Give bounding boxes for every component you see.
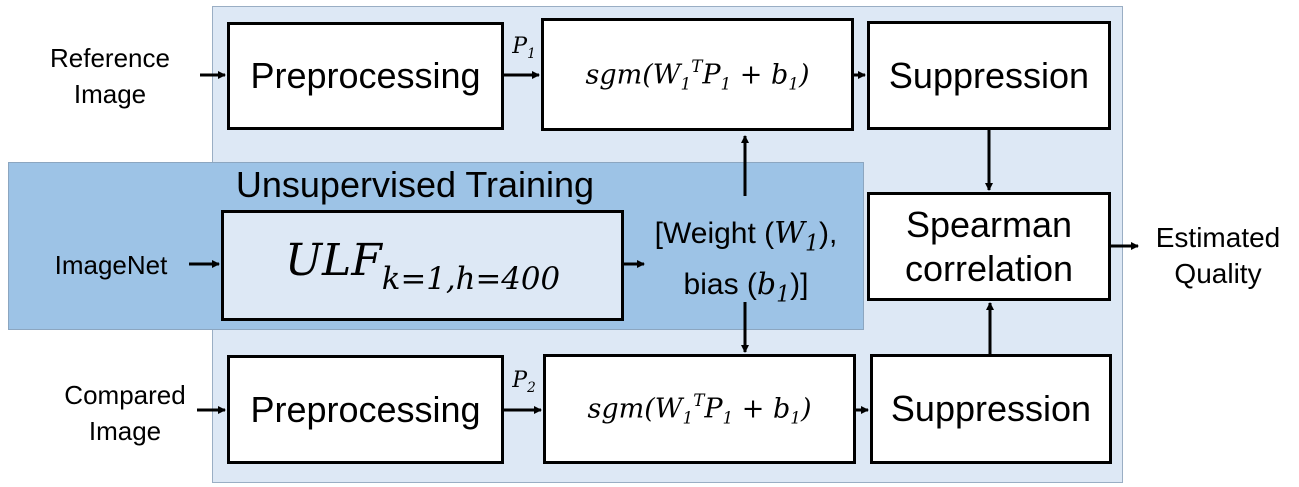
- compared-image-label: Compared Image: [64, 380, 186, 446]
- suppression-bottom-box: Suppression: [870, 354, 1112, 464]
- sgm-formula-bottom-box: sgm(W1TP1 + b1): [543, 354, 856, 464]
- suppression-bottom-label: Suppression: [890, 388, 1092, 429]
- p1-label: P1: [512, 34, 536, 62]
- estimated-quality-label: Estimated Quality: [1155, 222, 1281, 289]
- ulf-formula: ULFk=1,h=400: [284, 234, 561, 297]
- weight-bias-label: [Weight (W1), bias (b1)]: [628, 214, 864, 315]
- training-title: Unsupervised Training: [235, 164, 595, 205]
- sgm-formula-bottom: sgm(W1TP1 + b1): [587, 390, 812, 428]
- ulf-box: ULFk=1,h=400: [221, 210, 624, 321]
- imagenet-label: ImageNet: [54, 250, 168, 280]
- reference-image-label: Reference Image: [50, 43, 170, 109]
- preprocessing-bottom-label: Preprocessing: [250, 388, 481, 430]
- suppression-top-box: Suppression: [867, 21, 1111, 130]
- preprocessing-top-box: Preprocessing: [227, 22, 504, 130]
- spearman-label: Spearman correlation: [904, 203, 1074, 289]
- p2-label: P2: [512, 368, 536, 396]
- bias-line: bias (b1)]: [683, 266, 809, 308]
- sgm-formula-top: sgm(W1TP1 + b1): [585, 55, 810, 94]
- suppression-top-label: Suppression: [888, 54, 1090, 96]
- spearman-box: Spearman correlation: [867, 192, 1111, 301]
- sgm-formula-top-box: sgm(W1TP1 + b1): [541, 18, 854, 131]
- preprocessing-bottom-box: Preprocessing: [227, 355, 504, 464]
- preprocessing-top-label: Preprocessing: [250, 55, 481, 96]
- weight-line: [Weight (W1),: [654, 216, 838, 257]
